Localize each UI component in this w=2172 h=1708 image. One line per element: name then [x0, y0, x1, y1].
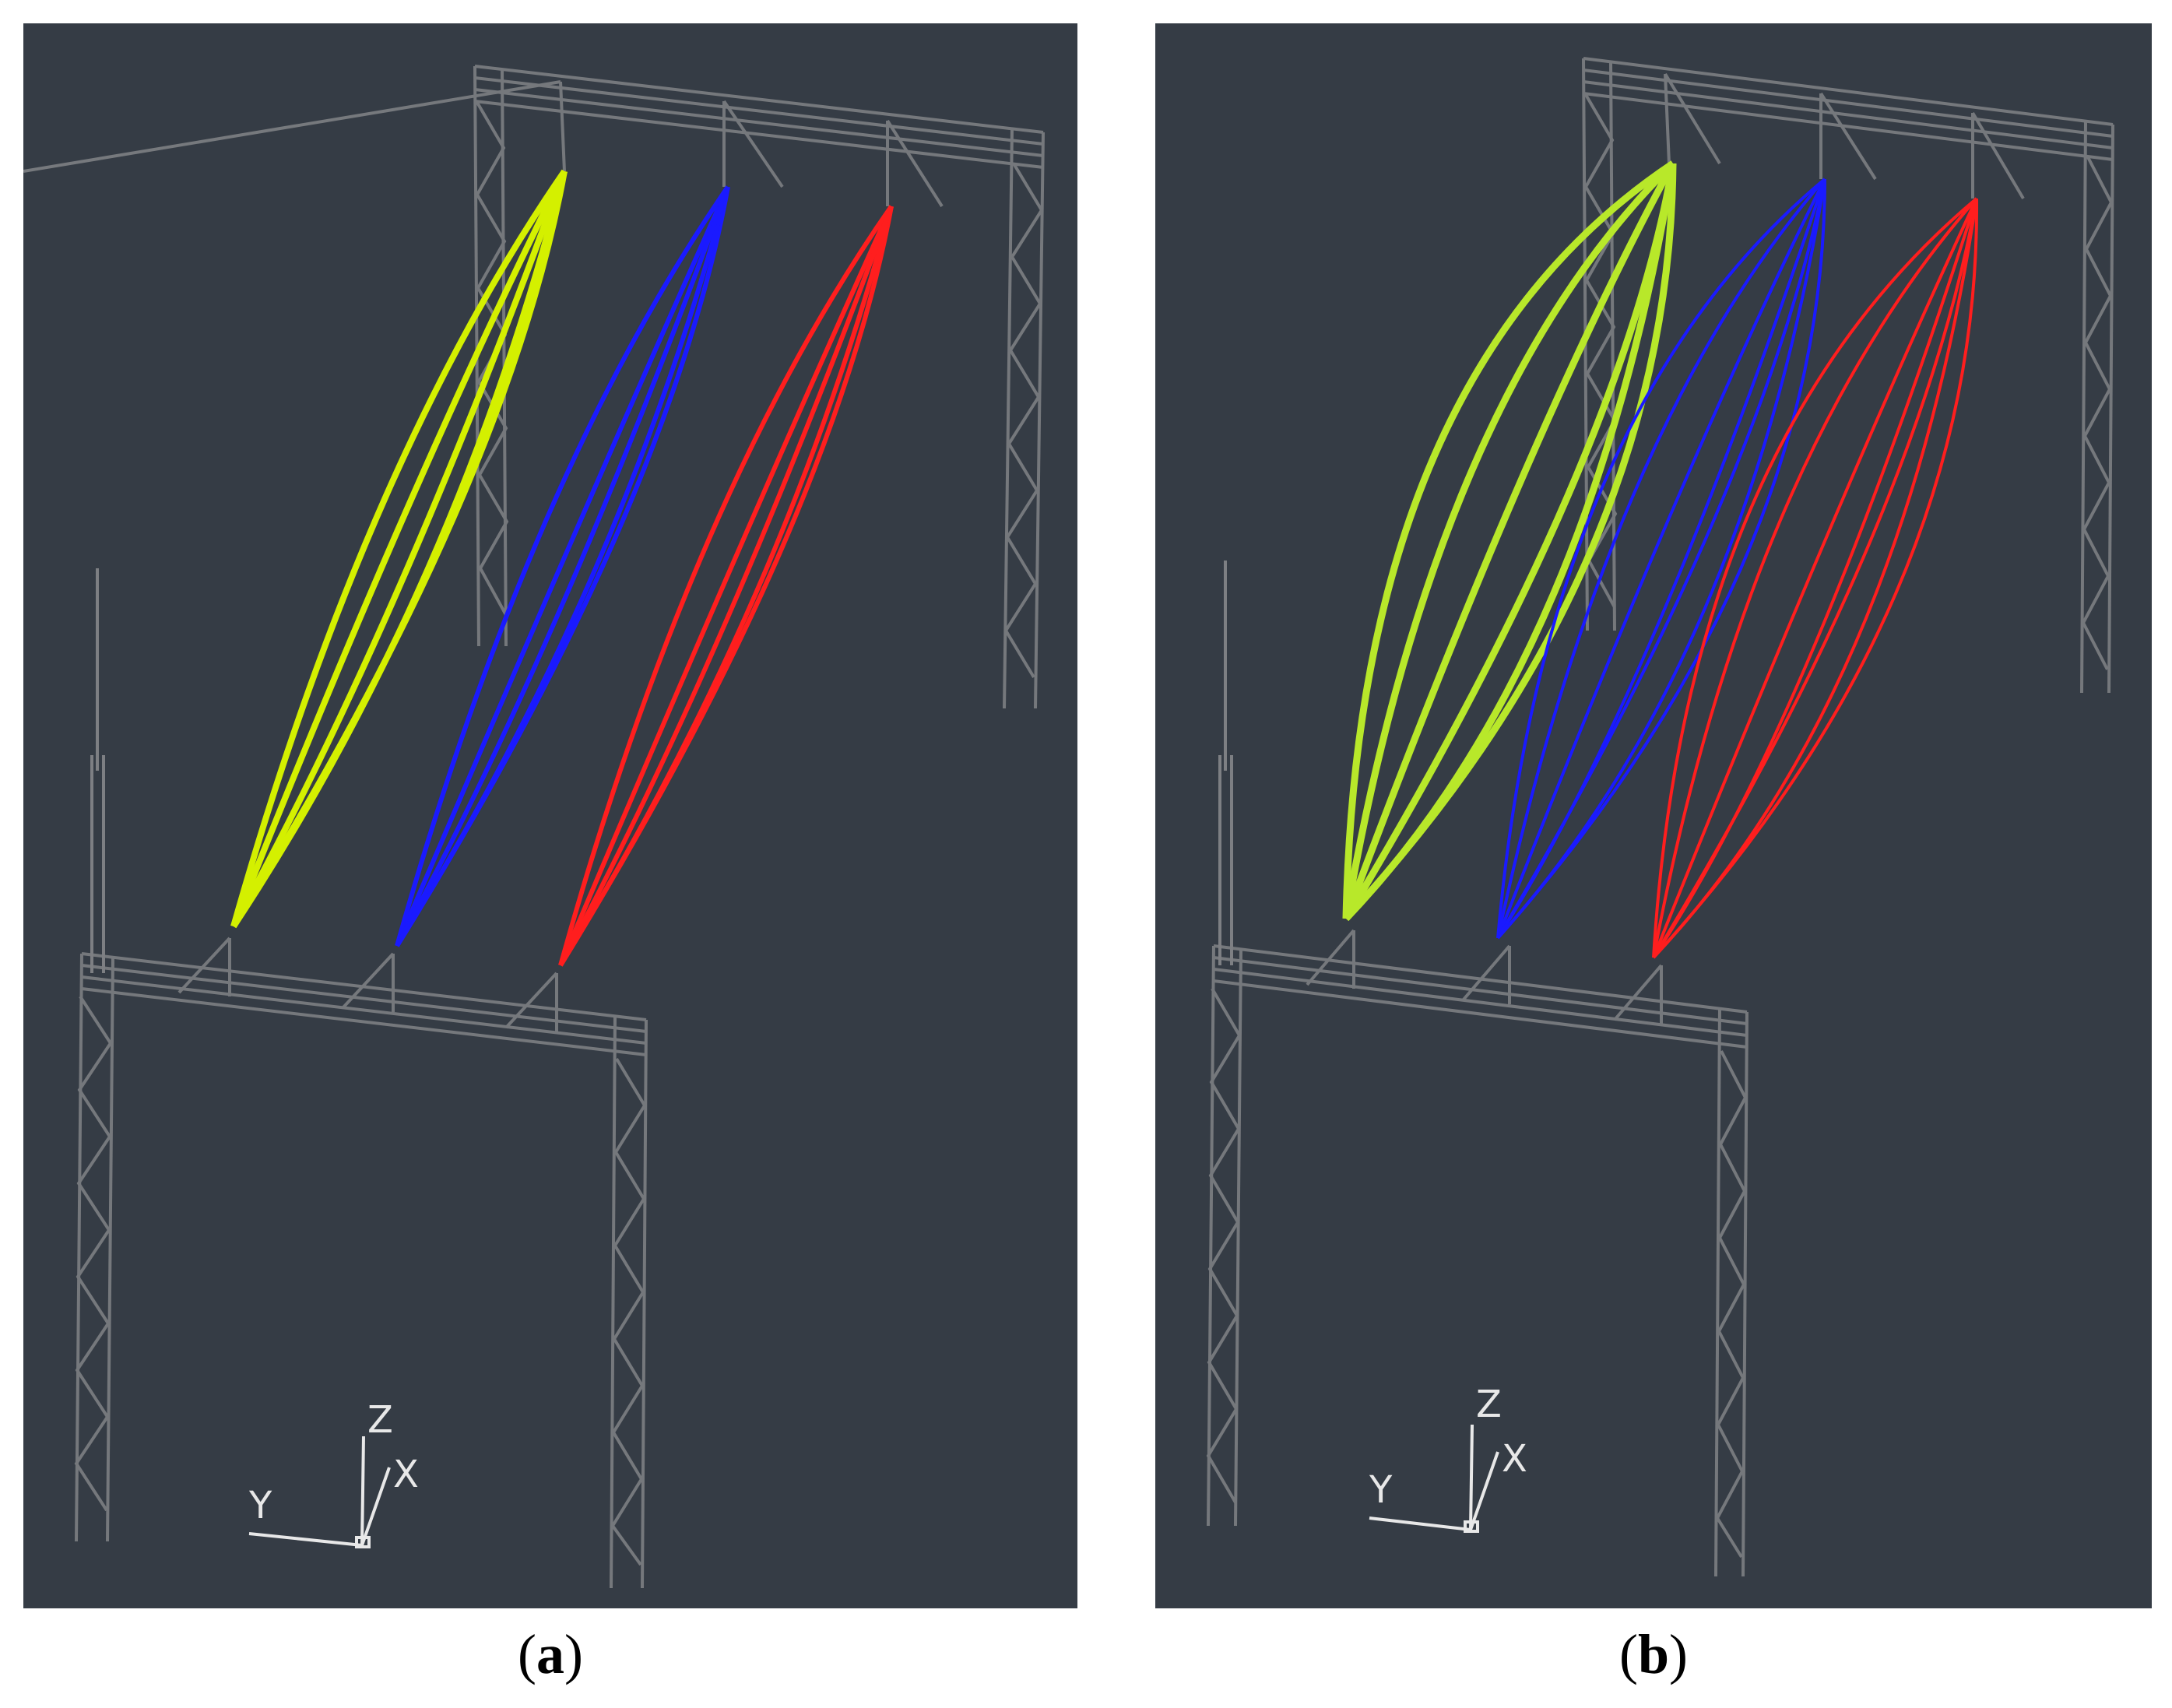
caption-panel-a: (a): [434, 1619, 667, 1689]
gantry-far: [23, 65, 1045, 709]
conductor-bundle-phase-1: [230, 169, 568, 929]
conductor-bundle-phase-2: [395, 185, 730, 947]
gantry-near: [1206, 929, 1748, 1577]
conductor-bundle-phase-1: [1342, 160, 1677, 922]
axis-label-y: Y: [248, 1484, 272, 1527]
panel-b-scene: Y Z X: [1206, 57, 2114, 1577]
lightning-mast: [1218, 561, 1233, 965]
axis-label-z: Z: [367, 1398, 393, 1442]
caption-panel-b: (b): [1537, 1619, 1770, 1689]
caption-letter: b: [1637, 1623, 1670, 1685]
caption-letter: a: [536, 1623, 564, 1685]
axis-label-z: Z: [1476, 1383, 1502, 1426]
axis-label-x: X: [393, 1453, 419, 1496]
axis-label-x: X: [1502, 1437, 1527, 1481]
gantry-near: [74, 937, 648, 1589]
lightning-mast: [90, 568, 105, 973]
conductor-bundle-phase-3: [558, 205, 894, 967]
caption-paren-close: ): [564, 1623, 583, 1685]
panel-a-view: Y Z X: [23, 23, 1077, 1608]
panel-b-view: Y Z X: [1155, 23, 2152, 1608]
conductor-bundle-phase-3: [1652, 197, 1979, 959]
conductor-bundle-phase-2: [1496, 177, 1826, 940]
panel-a-scene: Y Z X: [23, 65, 1045, 1589]
caption-paren-open: (: [1618, 1623, 1638, 1685]
axis-triad: [248, 1436, 391, 1548]
caption-paren-open: (: [518, 1623, 536, 1685]
axis-label-y: Y: [1369, 1468, 1393, 1512]
caption-paren-close: ): [1669, 1623, 1688, 1685]
axis-triad: [1369, 1424, 1499, 1533]
gantry-far: [1582, 57, 2114, 694]
